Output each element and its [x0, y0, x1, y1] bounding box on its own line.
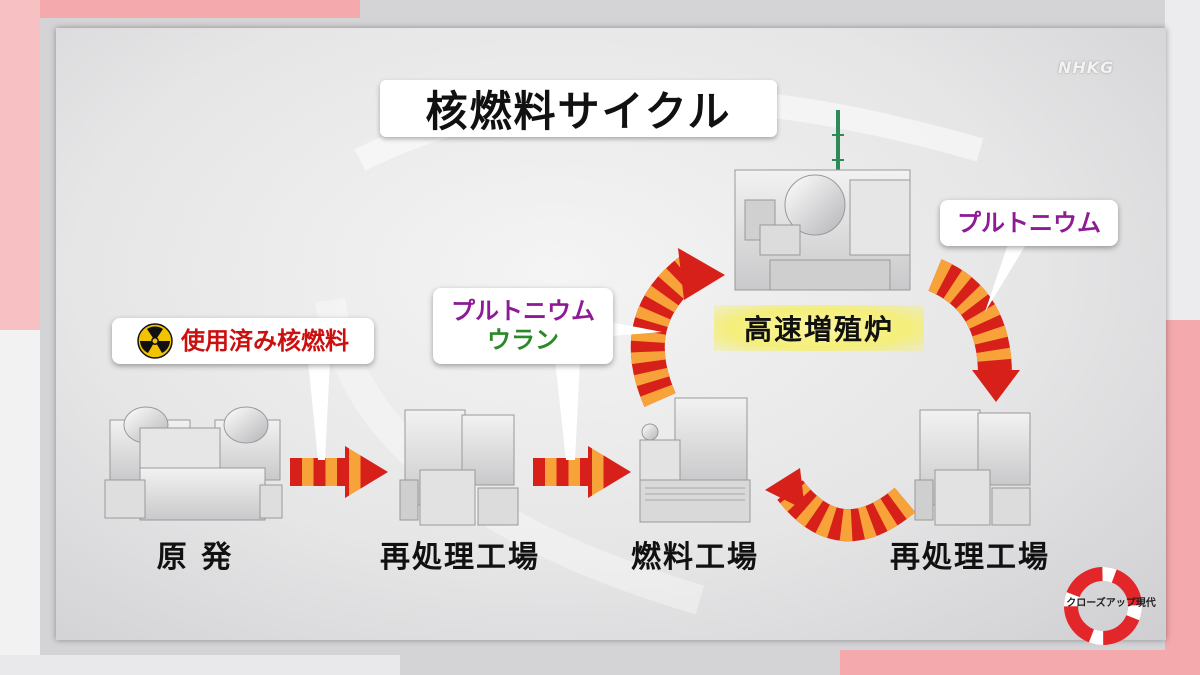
radiation-icon [137, 323, 173, 359]
nuclear-plant-building [104, 406, 283, 521]
plutonium-uranium-callout: プルトニウム ウラン [433, 288, 613, 364]
fast-breeder-label: 高速増殖炉 [714, 305, 924, 351]
reprocessing-right-label: 再処理工場 [890, 540, 1050, 575]
fuel-factory-label: 燃料工場 [631, 540, 759, 575]
reprocessing-plant-right-building [914, 409, 1031, 526]
plutonium-callout: プルトニウム [940, 200, 1118, 246]
spent-fuel-label: 使用済み核燃料 [181, 326, 349, 355]
program-logo-text: クローズアップ現代 [1066, 598, 1156, 609]
arrow-plant-to-reprocessing [290, 446, 388, 498]
program-logo-ring [1064, 567, 1142, 645]
uranium-label: ウラン [487, 326, 559, 354]
plutonium-label-2: プルトニウム [957, 208, 1101, 237]
plutonium-label-1: プルトニウム [451, 297, 595, 326]
arrow-reprocessing-to-fuel [533, 446, 631, 498]
fuel-plant-building [639, 397, 751, 523]
nuclear-plant-label: 原 発 [156, 540, 234, 575]
fast-breeder-reactor-building [734, 110, 911, 291]
reprocessing-plant-left-building [399, 409, 519, 526]
nhk-logo: NHKG [1058, 58, 1115, 77]
diagram-title: 核燃料サイクル [380, 80, 777, 137]
spent-fuel-callout: 使用済み核燃料 [112, 318, 374, 364]
reprocessing-left-label: 再処理工場 [380, 540, 540, 575]
